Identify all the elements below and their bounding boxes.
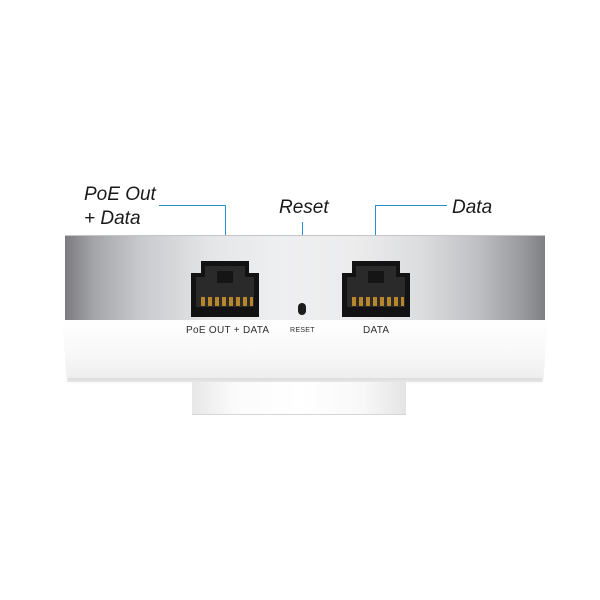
device-mounting-stem (192, 382, 406, 415)
device-body-shadow (68, 378, 542, 384)
callout-poe-out: PoE Out + Data (84, 183, 156, 231)
callout-reset: Reset (279, 197, 329, 218)
reset-pinhole[interactable] (298, 303, 306, 315)
poe-port-pins (201, 297, 253, 306)
poe-out-data-port[interactable] (187, 261, 263, 317)
reset-port-label: RESET (290, 327, 315, 334)
poe-callout-horizontal-line (159, 205, 225, 206)
data-callout-horizontal-line (375, 205, 447, 206)
callout-poe-out-line2: + Data (84, 208, 141, 229)
callout-poe-out-line1: PoE Out (84, 184, 156, 205)
device-white-body (62, 320, 548, 382)
poe-port-latch (217, 271, 233, 283)
poe-out-data-port-label: PoE OUT + DATA (186, 325, 270, 336)
callout-data: Data (452, 197, 493, 218)
poe-port-inner (196, 266, 254, 307)
data-port-latch (368, 271, 384, 283)
data-port-inner (347, 266, 405, 307)
data-port[interactable] (338, 261, 414, 317)
data-port-pins (352, 297, 404, 306)
data-port-label: DATA (363, 325, 390, 336)
